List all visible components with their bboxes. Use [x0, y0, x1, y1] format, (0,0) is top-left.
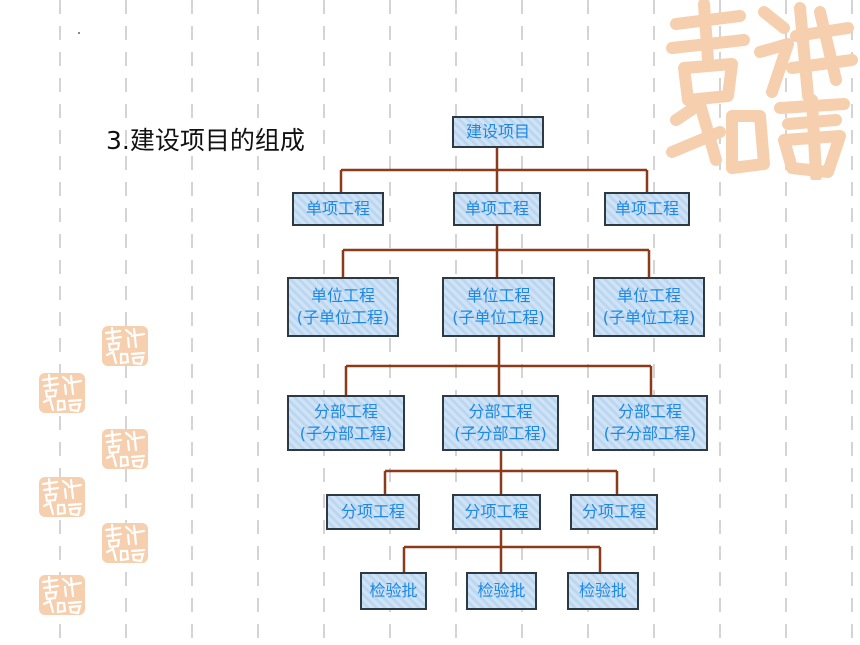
node-level3: 分部工程 (子分部工程)	[287, 395, 405, 451]
slide-title: 3.建设项目的组成	[106, 126, 305, 155]
stray-dot	[78, 32, 80, 34]
node-label: 检验批	[477, 581, 526, 601]
connector-level4-to-level5	[402, 528, 602, 572]
connector-level2-to-level3	[344, 336, 653, 396]
node-level1: 单项工程	[453, 192, 541, 226]
node-level5: 检验批	[360, 572, 427, 610]
node-label: 分项工程	[464, 502, 529, 522]
node-label: 检验批	[578, 581, 627, 601]
node-level2: 单位工程 (子单位工程)	[287, 277, 399, 337]
small-seal-icon	[39, 373, 85, 413]
small-seal-icon	[102, 429, 148, 469]
connector-root-to-level1	[339, 146, 649, 192]
node-label-line2: (子分部工程)	[603, 424, 697, 443]
node-label-line1: 单位工程	[616, 286, 681, 306]
node-label-line2: (子单位工程)	[452, 308, 545, 327]
node-label-line1: 单位工程	[466, 286, 531, 306]
node-level4: 分项工程	[570, 494, 658, 530]
node-root: 建设项目	[452, 116, 544, 148]
small-seal-icon	[102, 523, 148, 563]
node-level1: 单项工程	[604, 192, 690, 226]
node-level4: 分项工程	[452, 494, 541, 530]
node-level5: 检验批	[567, 572, 639, 610]
node-level2: 单位工程 (子单位工程)	[442, 277, 555, 337]
node-level3: 分部工程 (子分部工程)	[442, 395, 559, 451]
node-label: 单项工程	[614, 199, 679, 219]
node-label: 分项工程	[340, 502, 405, 522]
node-level3: 分部工程 (子分部工程)	[592, 395, 708, 451]
node-label: 建设项目	[465, 122, 530, 142]
node-label-line2: (子单位工程)	[296, 308, 390, 327]
small-seal-icon	[39, 477, 85, 517]
connector-level3-to-level4	[383, 451, 619, 494]
small-seal-icon	[39, 575, 85, 615]
node-level5: 检验批	[466, 572, 537, 610]
node-label-line1: 单位工程	[310, 286, 375, 306]
node-label: 检验批	[369, 581, 418, 601]
node-label-line1: 分部工程	[468, 402, 533, 422]
node-label: 分项工程	[581, 502, 646, 522]
node-label: 单项工程	[305, 199, 370, 219]
node-label-line2: (子单位工程)	[602, 308, 696, 327]
node-label-line2: (子分部工程)	[299, 424, 393, 443]
node-label-line2: (子分部工程)	[454, 424, 547, 443]
node-label: 单项工程	[464, 199, 529, 219]
connector-level1-to-level2	[341, 226, 651, 278]
node-label-line1: 分部工程	[617, 402, 682, 422]
node-level1: 单项工程	[292, 192, 384, 226]
node-level4: 分项工程	[326, 494, 420, 530]
large-calligraphy-seal-icon	[666, 0, 858, 180]
small-seal-icon	[102, 326, 148, 366]
node-label-line1: 分部工程	[313, 402, 378, 422]
node-level2: 单位工程 (子单位工程)	[593, 277, 705, 337]
